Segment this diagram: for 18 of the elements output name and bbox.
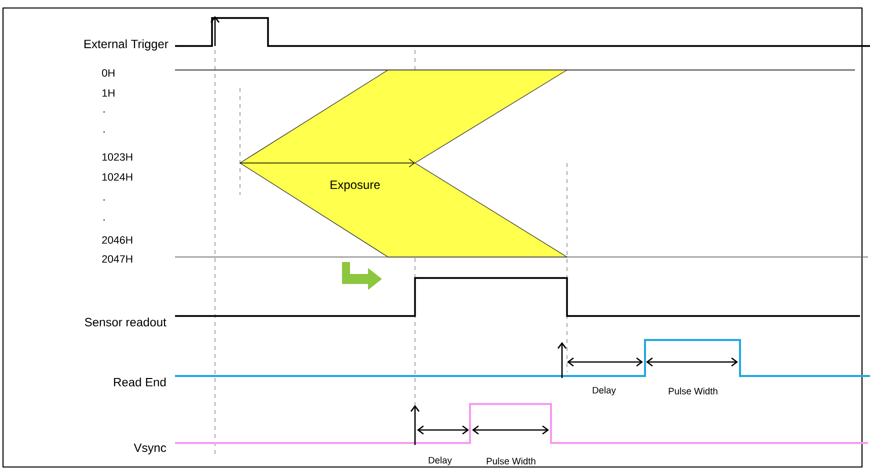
timing-label: Pulse Width (668, 388, 718, 394)
signal-label: External Trigger (84, 39, 168, 51)
timing-label: Pulse Width (486, 458, 536, 464)
timing-label: Delay (592, 386, 616, 396)
row-label: 0H (102, 69, 114, 77)
signal-label: Read End (114, 378, 166, 386)
row-label: . (104, 199, 105, 201)
signal-label: Vsync (134, 444, 166, 454)
signal-label: Sensor readout (84, 318, 166, 326)
row-label: 2046H (102, 236, 132, 244)
timing-label: Delay (428, 456, 452, 466)
row-label: . (104, 219, 105, 221)
row-label: 1024H (102, 173, 132, 181)
row-label: . (104, 131, 105, 133)
row-label: 1023H (102, 153, 132, 161)
row-label: 1H (102, 89, 114, 97)
row-label: . (104, 111, 105, 113)
row-label: 2047H (102, 255, 132, 263)
